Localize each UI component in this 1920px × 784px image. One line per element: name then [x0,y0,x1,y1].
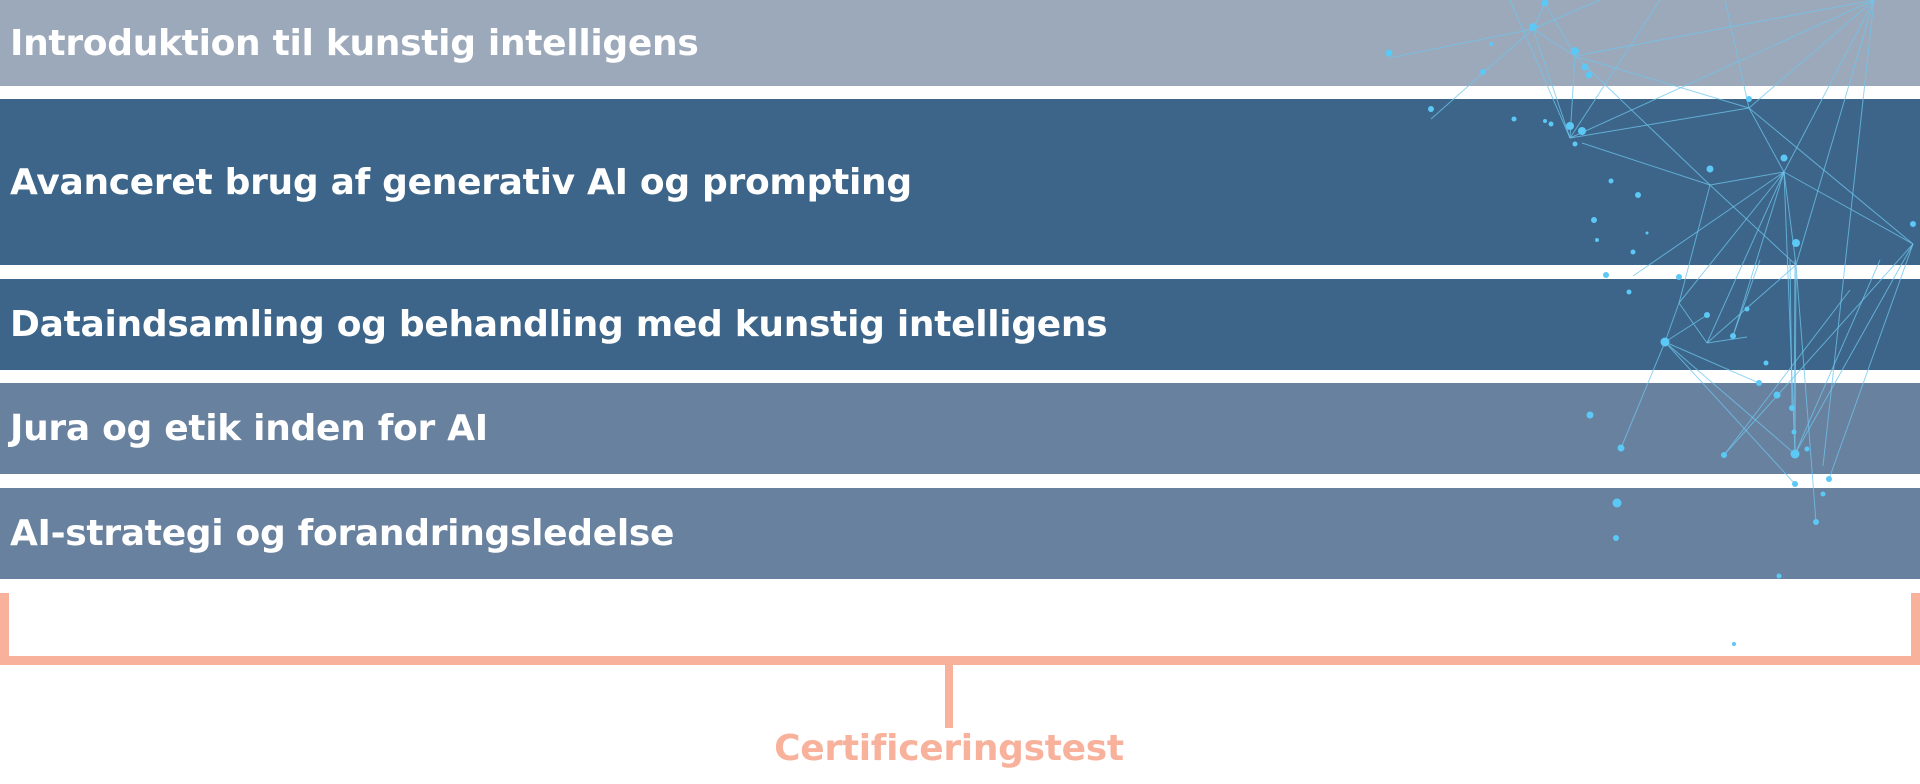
module-title: Dataindsamling og behandling med kunstig… [10,304,1108,345]
bracket-stem [945,665,953,728]
certification-test-label: Certificeringstest [774,728,1124,769]
module-title: AI-strategi og forandringsledelse [10,513,675,554]
module-title: Avanceret brug af generativ AI og prompt… [10,161,912,203]
module-band-introduction: Introduktion til kunstig intelligens [0,0,1920,86]
bracket-bar [0,656,1920,665]
module-band-law-ethics: Jura og etik inden for AI [0,383,1920,474]
module-band-data-collection: Dataindsamling og behandling med kunstig… [0,279,1920,370]
module-title: Introduktion til kunstig intelligens [10,22,699,64]
module-band-generative-ai: Avanceret brug af generativ AI og prompt… [0,99,1920,265]
bracket-left-end [0,593,9,665]
module-band-strategy: AI-strategi og forandringsledelse [0,488,1920,579]
module-title: Jura og etik inden for AI [10,408,488,449]
bracket-right-end [1911,593,1920,665]
